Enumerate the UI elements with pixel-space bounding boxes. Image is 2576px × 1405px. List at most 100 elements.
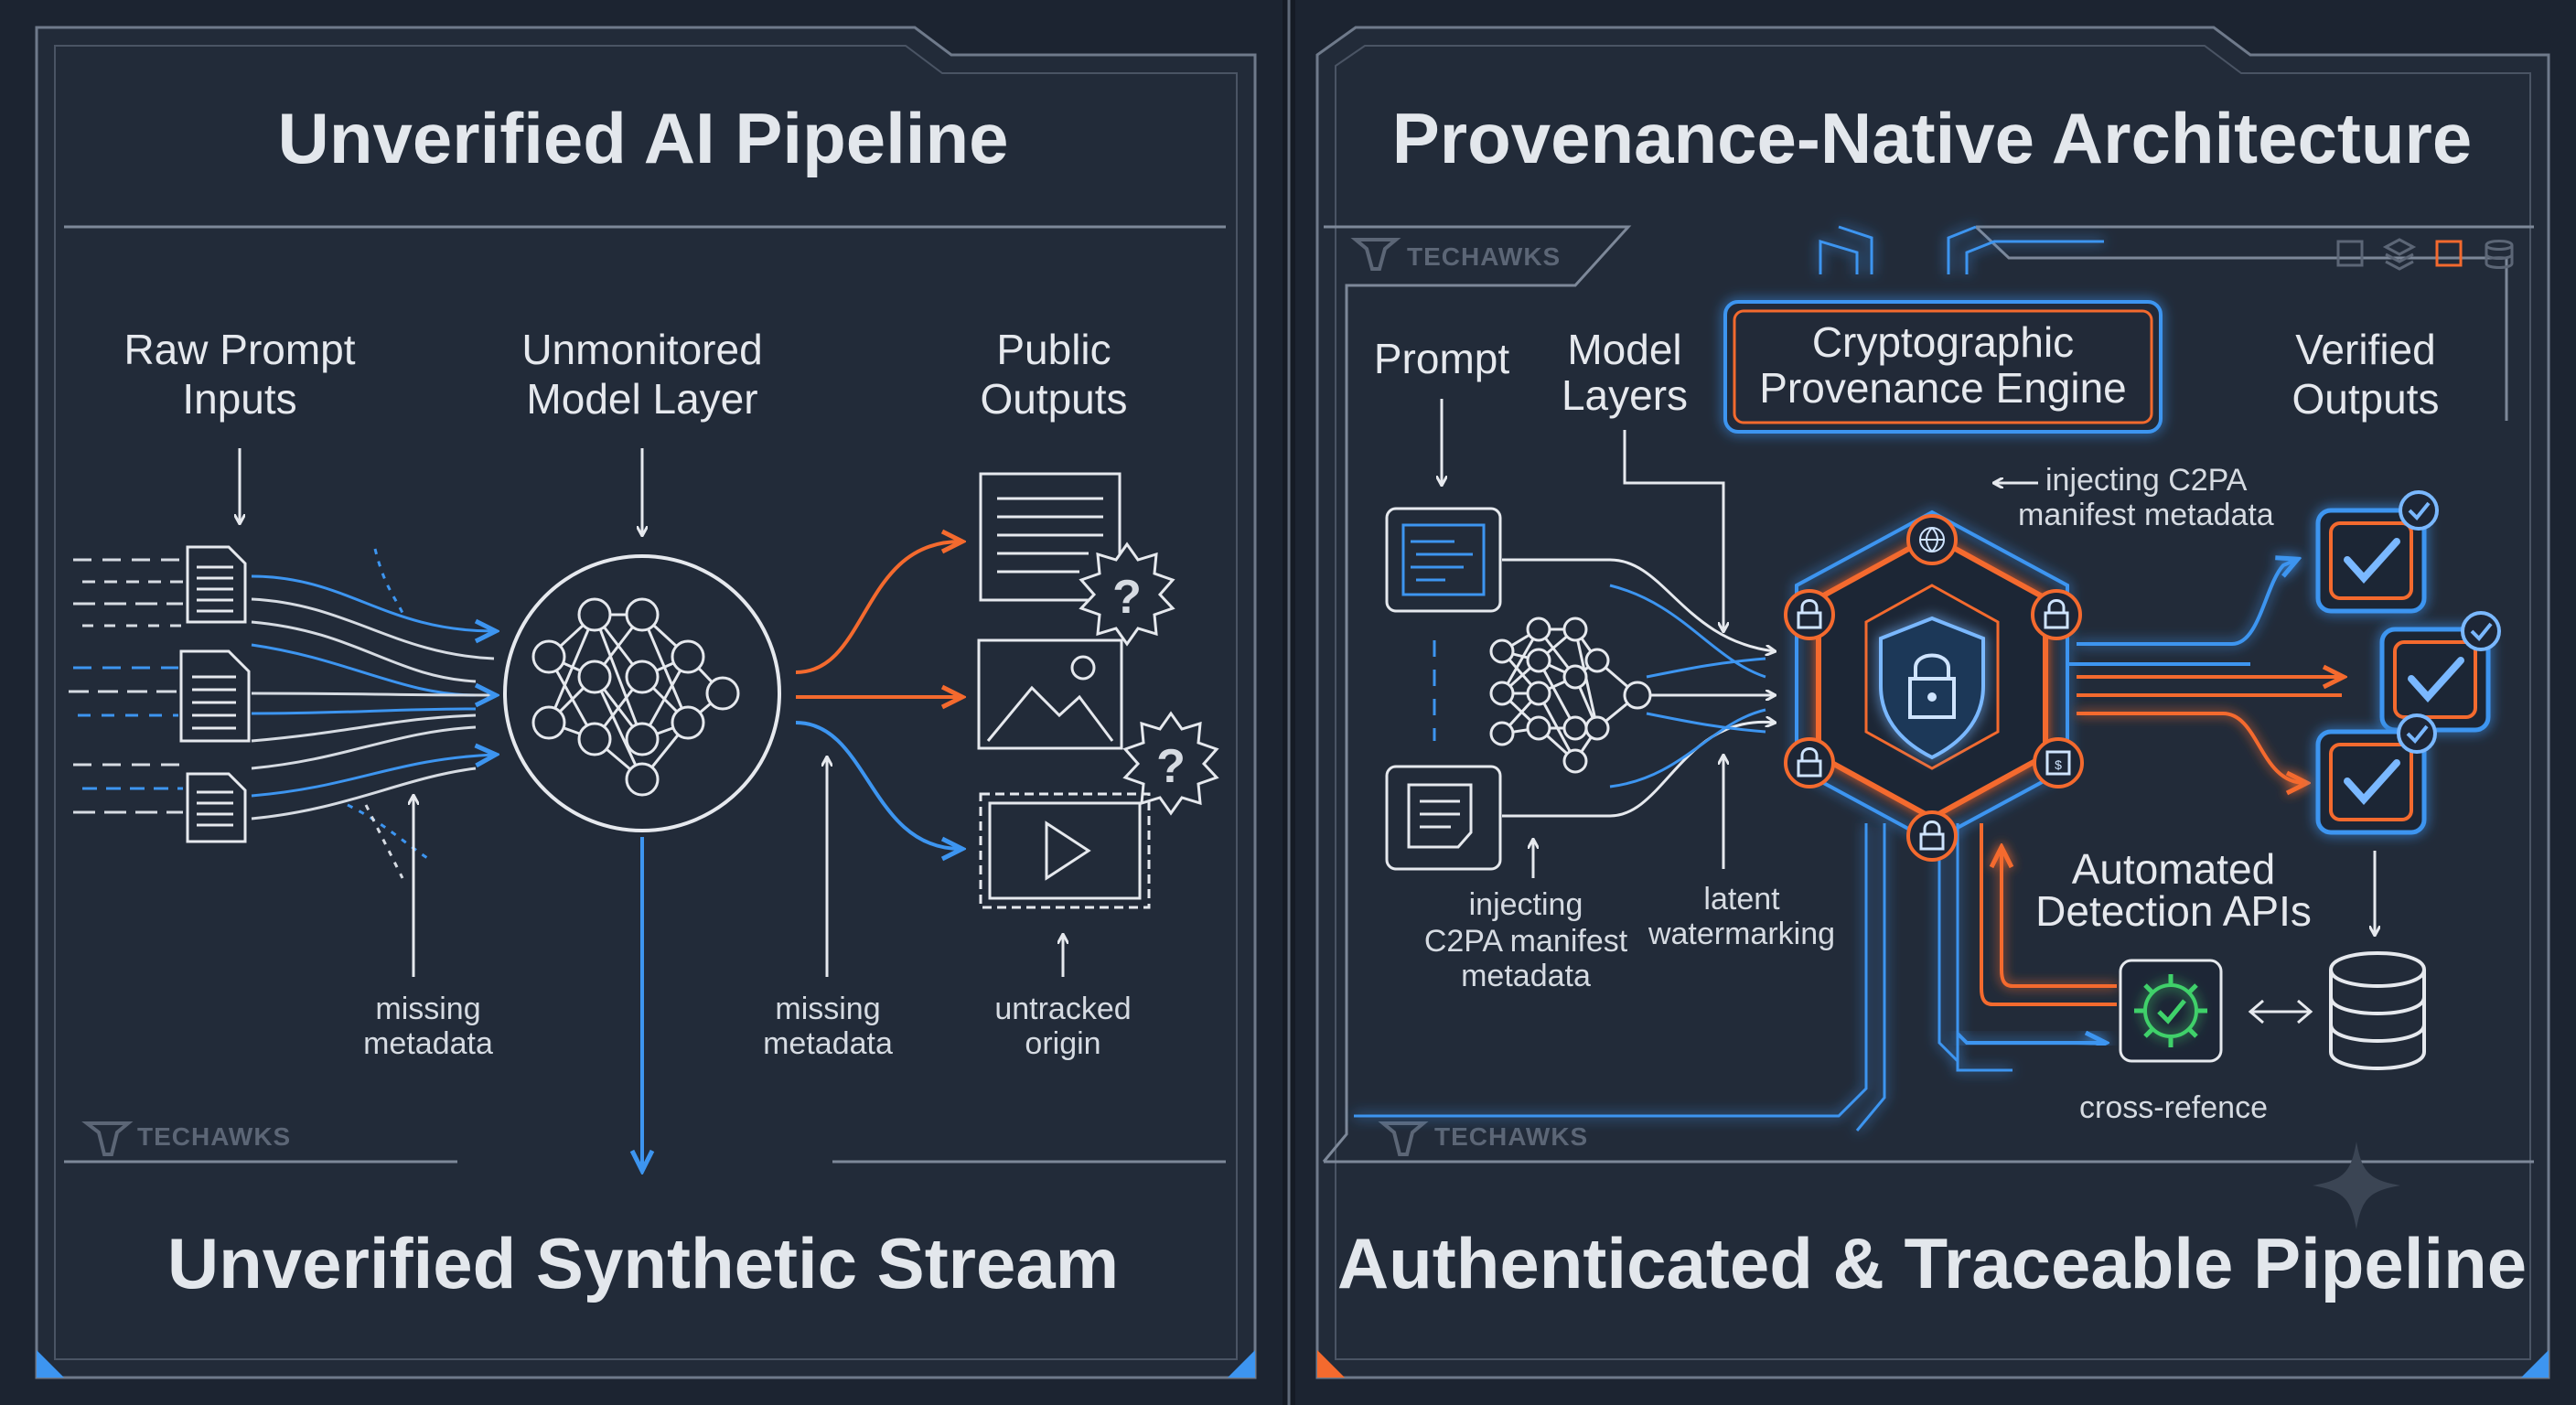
- output-arrow-video: [795, 721, 961, 849]
- right-watermark-top: TECHAWKS: [1350, 238, 1561, 271]
- engine-label-line1: Cryptographic: [1812, 318, 2074, 366]
- padlock-icon: [2031, 589, 2082, 640]
- left-corner-accent-b: [1228, 1350, 1255, 1378]
- verified-outputs-label-line2: Outputs: [2292, 375, 2439, 423]
- svg-text:?: ?: [1156, 740, 1186, 793]
- right-frame-inner: [1335, 45, 2531, 1360]
- document-icon: [186, 545, 247, 624]
- model-neural-net-icon: [1489, 617, 1652, 774]
- checkmark-icon: [2344, 759, 2400, 805]
- flow-curve: [251, 693, 494, 695]
- flow-curve: [251, 725, 477, 770]
- shield-lock-icon: [1879, 616, 1985, 760]
- model-layers-connector: [1623, 430, 1723, 631]
- right-inner-frame-left: [1322, 225, 1632, 1163]
- watermark-text: TECHAWKS: [137, 1122, 291, 1151]
- engine-input-flows: [1502, 558, 1775, 818]
- padlock-icon: [1906, 810, 1958, 862]
- sync-double-arrow: [2248, 999, 2313, 1024]
- provenance-engine-box: Cryptographic Provenance Engine: [1723, 300, 2163, 434]
- document-note-icon: [1385, 765, 1502, 871]
- raw-prompt-label-line2: Inputs: [182, 375, 296, 423]
- prompt-input-icon: [1385, 507, 1502, 613]
- hawk-logo-icon: [1378, 1121, 1429, 1156]
- globe-node-icon: [1906, 514, 1958, 565]
- left-corner-accent-a: [37, 1350, 64, 1378]
- left-data-streams: [69, 548, 495, 879]
- flow-curve: [373, 548, 404, 614]
- document-icon: [179, 649, 251, 743]
- right-corner-accent-b: [2521, 1350, 2549, 1378]
- left-watermark: TECHAWKS: [81, 1121, 291, 1156]
- watermark-text: TECHAWKS: [1434, 1122, 1588, 1151]
- inject-top-label-line1: injecting C2PA: [2045, 463, 2248, 498]
- database-small-icon: [2485, 240, 2514, 269]
- payment-node-icon: $: [2033, 737, 2084, 788]
- right-footer-title: Authenticated & Traceable Pipeline: [1337, 1223, 2527, 1303]
- verified-output-checkbox-3: [2315, 713, 2437, 835]
- shield-padlock-icon: [1908, 653, 1956, 719]
- latent-label-line2: watermarking: [1648, 917, 1835, 951]
- flow-curve: [251, 597, 495, 660]
- engine-label-line2: Provenance Engine: [1759, 364, 2127, 412]
- flow-curve: [251, 713, 477, 743]
- right-panel: Provenance-Native Architecture Authentic…: [1315, 26, 2550, 1379]
- inject-bottom-label-line2: C2PA manifest: [1424, 924, 1628, 959]
- window-square-icon: [2336, 240, 2364, 267]
- hawk-logo-icon: [1350, 238, 1401, 271]
- question-badge-icon: ?: [1122, 711, 1219, 816]
- window-toolbar: [2336, 238, 2514, 271]
- svg-text:$: $: [2055, 757, 2062, 772]
- inject-bottom-label-line1: injecting: [1469, 887, 1583, 922]
- watermark-text: TECHAWKS: [1407, 242, 1561, 271]
- document-icon: [186, 772, 247, 843]
- output-document-icon: [979, 472, 1122, 602]
- neural-network-icon: [503, 554, 781, 832]
- window-square-orange-icon: [2435, 240, 2463, 267]
- missing-metadata-label-b1: missing: [775, 992, 880, 1026]
- padlock-icon: [1784, 737, 1835, 788]
- untracked-origin-label-1: untracked: [994, 992, 1131, 1026]
- flow-curve: [251, 767, 477, 820]
- verified-output-checkbox-1: [2315, 490, 2439, 614]
- hawk-logo-icon: [81, 1121, 134, 1156]
- database-icon: [2329, 951, 2426, 1070]
- verified-outputs-label-line1: Verified: [2295, 326, 2435, 373]
- missing-metadata-label-a1: missing: [375, 992, 480, 1026]
- question-badge-icon: ?: [1079, 542, 1175, 647]
- svg-text:?: ?: [1112, 571, 1142, 624]
- flow-curve: [251, 707, 477, 715]
- video-icon: [979, 792, 1151, 909]
- layers-icon: [2382, 238, 2417, 271]
- sparkle-icon: [2313, 1142, 2400, 1229]
- output-arrow-document: [795, 542, 961, 674]
- latent-label-line1: latent: [1703, 882, 1780, 917]
- untracked-origin-label-2: origin: [1025, 1026, 1100, 1061]
- flow-curve: [251, 574, 494, 631]
- outputs-label-line1: Public: [996, 326, 1111, 373]
- left-panel: Unverified AI Pipeline Unverified Synthe…: [35, 26, 1257, 1379]
- left-footer-title: Unverified Synthetic Stream: [167, 1223, 1119, 1303]
- prompt-label: Prompt: [1374, 335, 1509, 382]
- verified-output-checkbox-2: [2379, 611, 2501, 733]
- left-frame-inner: [54, 45, 1238, 1360]
- right-corner-accent-a: [1317, 1350, 1345, 1378]
- right-watermark-bottom: TECHAWKS: [1378, 1121, 1588, 1156]
- inject-top-label-line2: manifest metadata: [2018, 498, 2274, 532]
- flow-curve: [251, 755, 494, 798]
- missing-metadata-label-a2: metadata: [363, 1026, 493, 1061]
- checkmark-icon: [2344, 538, 2400, 584]
- raw-prompt-label-line1: Raw Prompt: [123, 326, 355, 373]
- detection-label-line2: Detection APIs: [2035, 887, 2312, 935]
- flow-curve: [347, 803, 431, 862]
- cross-reference-label: cross-refence: [2079, 1090, 2268, 1125]
- model-layer-label-line1: Unmonitored: [521, 326, 762, 373]
- engine-output-flows: [2067, 560, 2342, 783]
- model-layers-label-line1: Model: [1567, 326, 1681, 373]
- outputs-label-line2: Outputs: [980, 375, 1127, 423]
- output-image-icon: [977, 638, 1123, 750]
- gear-check-icon: [2119, 959, 2223, 1063]
- flow-curve: [251, 620, 477, 683]
- left-title: Unverified AI Pipeline: [278, 98, 1009, 178]
